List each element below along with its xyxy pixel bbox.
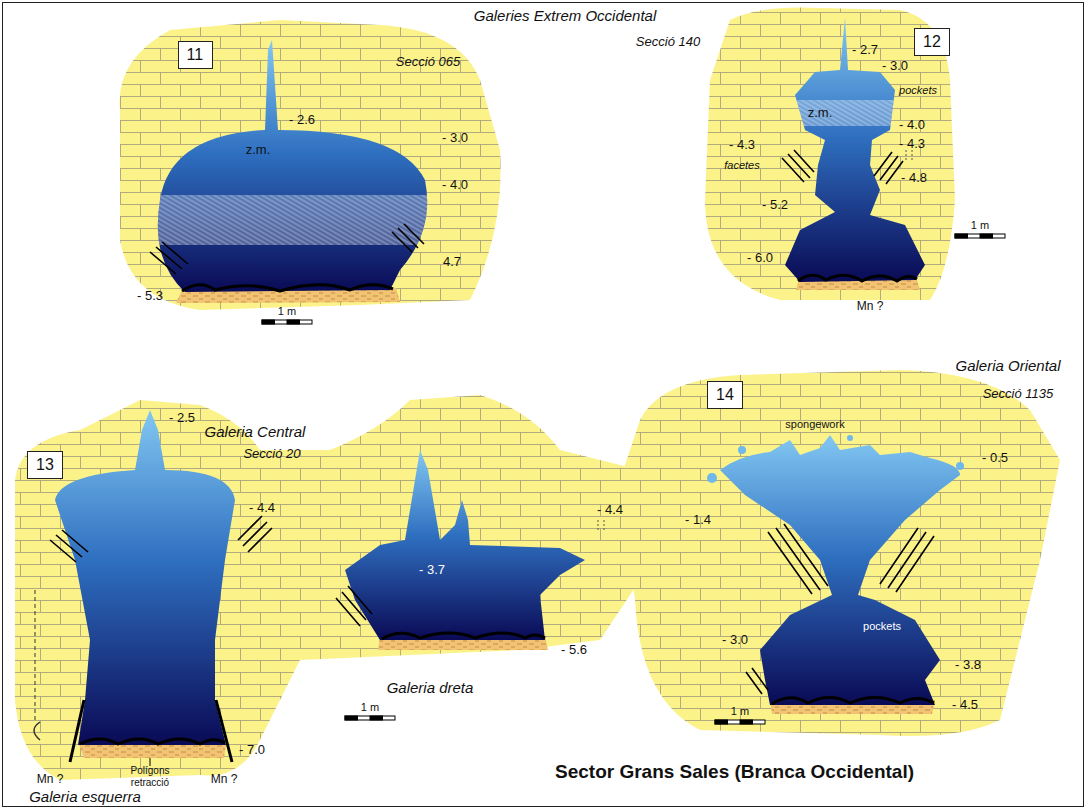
- cave-passage: [158, 40, 427, 292]
- depth-label: - 5.2: [762, 198, 788, 213]
- depth-label: Mn ?: [211, 773, 238, 787]
- limestone: [120, 20, 501, 310]
- section-heading: Galeria esquerra: [29, 788, 141, 805]
- section-heading: Secció 065: [396, 55, 460, 70]
- limestone: [620, 370, 1060, 736]
- depth-label: - 4.0: [899, 118, 925, 133]
- depth-label: Polígons retracció: [120, 765, 180, 788]
- depth-label: - 4.4: [597, 503, 623, 518]
- depth-label: - 2.7: [852, 43, 878, 58]
- depth-label: - 0.5: [982, 451, 1008, 466]
- section-number-box: 13: [27, 451, 63, 479]
- depth-label: - 2.5: [169, 411, 195, 426]
- section-heading: Secció 20: [243, 447, 300, 462]
- cave-passage: [720, 435, 960, 705]
- depth-label: z.m.: [246, 143, 271, 158]
- depth-label: 1 m: [278, 305, 296, 318]
- section-heading: Secció 1135: [983, 387, 1054, 402]
- depth-label: - 2.6: [289, 113, 315, 128]
- section-number: 14: [708, 382, 742, 408]
- depth-label: - 3.7: [419, 563, 445, 578]
- figure-title: Sector Grans Sales (Branca Occidental): [555, 761, 914, 783]
- depth-label: - 4.0: [442, 178, 468, 193]
- section-heading: Galeries Extrem Occidental: [474, 7, 657, 24]
- depth-label: Mn ?: [37, 773, 64, 787]
- depth-label: - 1.4: [685, 513, 711, 528]
- limestone: [705, 8, 955, 301]
- cave-passage: [345, 450, 585, 640]
- depth-label: Mn ?: [857, 300, 884, 314]
- section-heading: facetes: [724, 159, 759, 172]
- depth-label: - 5.6: [561, 643, 587, 658]
- depth-label: - 4.4: [249, 501, 275, 516]
- limestone: [15, 395, 650, 780]
- depth-label: - 5.3: [137, 289, 163, 304]
- section-number-box: 14: [707, 381, 743, 409]
- depth-label: pockets: [863, 620, 901, 633]
- depth-label: 4.7: [443, 255, 461, 270]
- depth-label: 1 m: [971, 219, 989, 232]
- depth-label: - 6.0: [747, 251, 773, 266]
- depth-label: 1 m: [731, 705, 749, 718]
- depth-label: z.m.: [808, 106, 833, 121]
- section-number-box: 12: [914, 28, 950, 56]
- section-number: 11: [179, 42, 212, 68]
- depth-label: - 4.3: [899, 137, 925, 152]
- section-heading: Galeria Central: [205, 423, 306, 440]
- section-number: 13: [28, 452, 62, 478]
- section-heading: pockets: [899, 84, 937, 97]
- depth-label: - 4.3: [729, 138, 755, 153]
- section-number: 12: [915, 29, 949, 55]
- depth-label: 1 m: [361, 701, 379, 714]
- section-heading: Secció 140: [636, 35, 700, 50]
- depth-label: - 3.0: [722, 633, 748, 648]
- depth-label: - 3.8: [955, 658, 981, 673]
- section-heading: Galeria Oriental: [955, 357, 1060, 374]
- depth-label: - 3.0: [882, 59, 908, 74]
- depth-label: - 7.0: [239, 743, 265, 758]
- depth-label: - 4.5: [952, 698, 978, 713]
- cave-passage: [55, 410, 235, 745]
- section-heading: Galeria dreta: [387, 679, 474, 696]
- cave-passage: [785, 18, 925, 282]
- depth-label: - 3.0: [442, 131, 468, 146]
- section-number-box: 11: [178, 41, 213, 69]
- depth-label: - 4.8: [901, 171, 927, 186]
- depth-label: spongework: [785, 418, 844, 431]
